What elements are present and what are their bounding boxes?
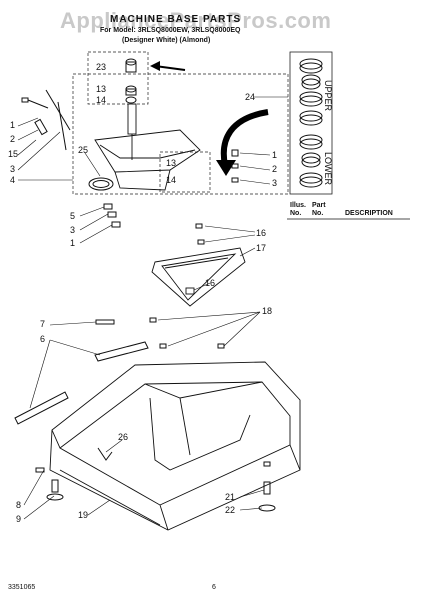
callout-25: 25 [78,145,88,155]
callout-21: 21 [225,492,235,502]
callout-7: 7 [40,319,45,329]
callout-14-upper: 14 [96,95,106,105]
callout-19: 19 [78,510,88,520]
callout-16-mid: 16 [205,278,215,288]
callout-1-mid: 1 [70,238,75,248]
callout-4: 4 [10,175,15,185]
left-fastener-parts [21,89,239,228]
callout-9: 9 [16,514,21,524]
doc-number: 3351065 [8,584,36,591]
inset-box-assembly [72,73,289,195]
feet-parts [35,447,276,512]
variant-line: (Designer White) (Almond) [122,37,211,44]
model-line: For Model: 3RLSQ8000EW, 3RLSQ8000EQ [100,27,241,34]
callout-26: 26 [118,432,128,442]
callout-3-mid: 3 [70,225,75,235]
callout-17: 17 [256,243,266,253]
bearing-inset-panel [289,51,333,195]
callout-13-upper: 13 [96,84,106,94]
brace-parts-6-7 [14,319,149,425]
callout-24: 24 [245,92,255,102]
part-25-seal [88,177,114,191]
callout-1-right: 1 [272,150,277,160]
gear-housing-part-17 [151,247,246,307]
col-illus-top: Illus. [290,202,306,209]
callout-2-right: 2 [272,164,277,174]
upper-label: UPPER [323,80,333,112]
callout-3-right: 3 [272,178,277,188]
col-part-bottom: No. [312,210,324,217]
col-part-top: Part [312,202,326,209]
page-number: 6 [212,584,216,591]
watermark: AppliancePartsPros.com [60,8,332,33]
curved-arrow-icon [220,109,269,166]
callout-3-left: 3 [10,164,15,174]
callout-22: 22 [225,505,235,515]
gear-case-assembly [94,103,201,191]
inset-box-23 [87,51,149,105]
callout-15: 15 [8,149,18,159]
arrow-head-icon [216,160,236,176]
bearing-rings-lower [299,134,323,188]
col-illus-bottom: No. [290,210,302,217]
bearing-rings-upper [299,58,323,126]
callout-6: 6 [40,334,45,344]
part-23-stack [125,58,137,104]
col-description: DESCRIPTION [345,210,393,217]
callout-16-top: 16 [256,228,266,238]
callout-14-lower: 14 [166,175,176,185]
page-title: MACHINE BASE PARTS [110,14,242,25]
clips-18 [149,317,225,349]
callout-5: 5 [70,211,75,221]
callout-2-left: 2 [10,134,15,144]
callout-numbers: 23 13 14 24 1 2 15 3 25 4 13 14 1 2 3 5 … [8,62,277,524]
machine-base-frame [49,361,301,531]
callout-18: 18 [262,306,272,316]
callout-23: 23 [96,62,106,72]
lower-label: LOWER [323,152,333,186]
leader-lines [17,96,288,520]
callout-1-left: 1 [10,120,15,130]
callout-8: 8 [16,500,21,510]
callout-13-lower: 13 [166,158,176,168]
clip-parts-16 [195,223,205,245]
